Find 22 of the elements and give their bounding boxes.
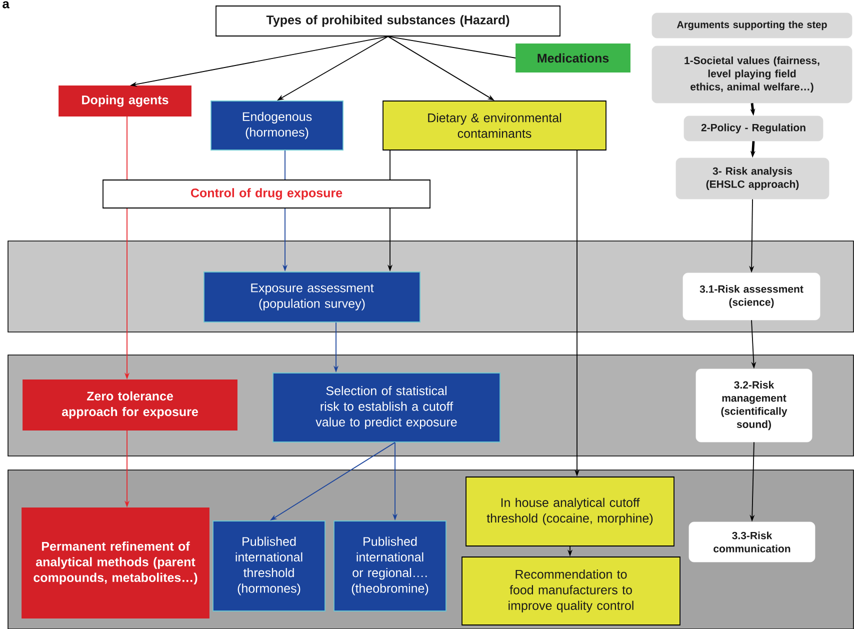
panel-label: a (2, 1, 10, 8)
step-box: 3.2-Risk management (scientifically sound) (696, 368, 812, 442)
step-box: 1-Societal values (fairness, level playing field ethics, animal welfare…) (652, 46, 852, 104)
step-box: 2-Policy - Regulation (684, 116, 824, 142)
process-box: Published international or regional…. (theobromine) (334, 520, 446, 612)
process-box: Control of drug exposure (102, 180, 430, 208)
process-box: In house analytical cutoff threshold (cocaine, morphine) (466, 476, 674, 546)
process-box: Zero tolerance approach for exposure (22, 380, 238, 430)
category-box: Endogenous (hormones) (210, 100, 344, 150)
title-box: Types of prohibited substances (Hazard) (216, 6, 560, 36)
category-box: Dietary & environmental contaminants (382, 100, 606, 150)
process-box: Exposure assessment (population survey) (204, 272, 420, 322)
step-box: 3.3-Risk communication (688, 522, 816, 562)
step-box: 3- Risk analysis (EHSLC approach) (676, 158, 830, 200)
step-box: Arguments supporting the step (652, 12, 852, 38)
process-box: Recommendation to food manufacturers to improve quality control (462, 556, 680, 626)
step-box: 3.1-Risk assessment (science) (682, 272, 820, 320)
category-box: Doping agents (58, 86, 192, 116)
category-box: Medications (516, 44, 630, 72)
process-box: Permanent refinement of analytical methods (parent compounds, metabolites…) (22, 508, 210, 618)
process-box: Published international threshold (hormones) (212, 520, 326, 612)
process-box: Selection of statistical risk to establish a cutoff value to predict exposure (272, 372, 500, 442)
